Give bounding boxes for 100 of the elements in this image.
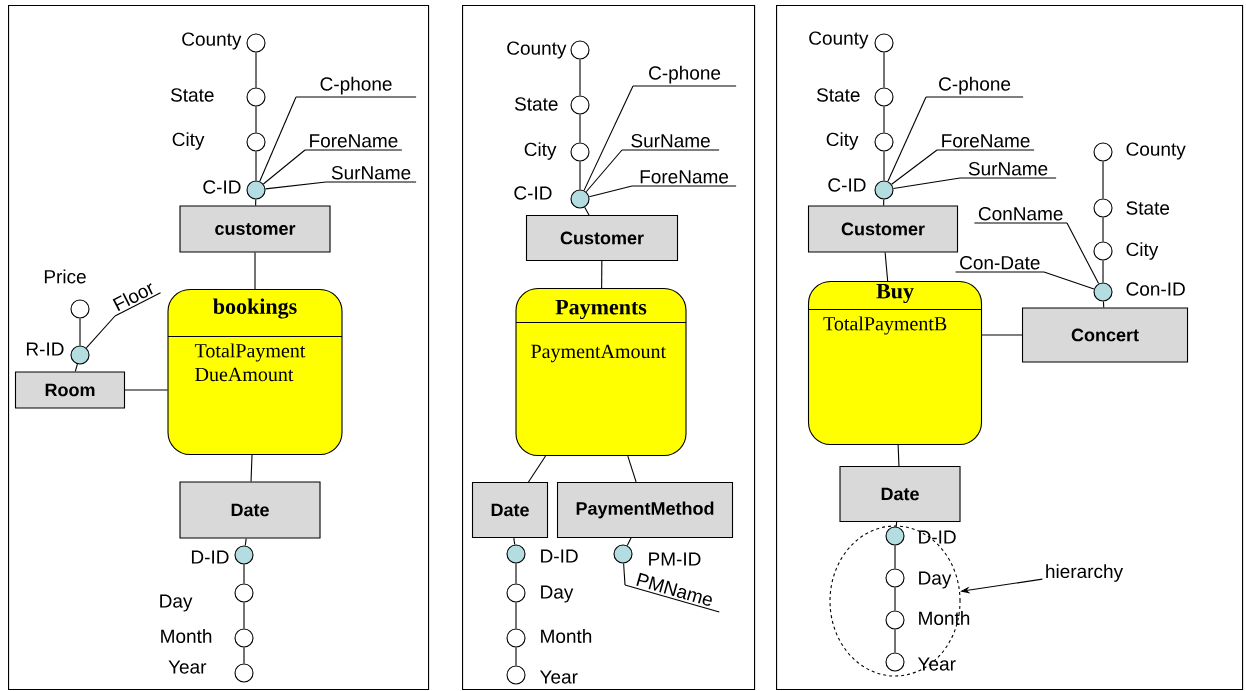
connector-line	[85, 315, 116, 349]
attribute-label: County	[182, 32, 242, 50]
dimension-box: PaymentMethod	[556, 481, 734, 539]
connector-line	[1066, 222, 1100, 285]
descriptive-attribute: ConName	[973, 207, 1068, 224]
connector-line	[515, 602, 517, 629]
attribute-label: D-ID	[541, 549, 578, 563]
connector-line	[1102, 260, 1104, 283]
connector-line	[585, 149, 623, 193]
connector-line	[264, 181, 327, 190]
attribute-label: Year	[918, 657, 956, 671]
fact-box: Buy TotalPaymentB	[807, 280, 983, 446]
attribute-label: D-ID	[191, 550, 229, 564]
descriptive-attribute: C-phone	[925, 76, 1024, 98]
attribute-label: State	[170, 88, 214, 102]
dimension-box: Customer	[525, 214, 679, 262]
connector-line	[262, 149, 306, 185]
connector-line	[623, 563, 626, 586]
connector-line	[254, 252, 256, 290]
connector-line	[527, 455, 547, 483]
connector-line	[243, 602, 245, 629]
connector-line	[255, 199, 257, 206]
attribute-label: Day	[541, 585, 574, 603]
connector-line	[897, 444, 900, 467]
connector-line	[515, 563, 517, 584]
connector-line	[627, 455, 637, 483]
connector-line	[255, 52, 257, 88]
attribute-label: Price	[44, 269, 86, 284]
attribute-label: City	[172, 132, 205, 150]
attribute-label: City	[524, 142, 557, 160]
attribute-label: County	[507, 41, 567, 59]
connector-line	[124, 389, 168, 391]
connector-line	[74, 363, 78, 372]
connector-line	[883, 106, 885, 133]
attribute-label: D-ID	[919, 530, 956, 544]
connector-line	[579, 114, 581, 143]
attribute-label: Day	[160, 594, 193, 612]
attribute-label: Month	[161, 629, 212, 643]
dimension-box: Room	[14, 371, 126, 409]
attribute-label: City	[1126, 242, 1159, 260]
attribute-label: State	[1126, 201, 1170, 215]
descriptive-attribute: SurName	[959, 162, 1057, 179]
connector-line	[883, 199, 885, 206]
connector-line	[883, 151, 885, 181]
descriptive-attribute: C-phone	[632, 65, 737, 87]
attribute-label: Year	[540, 670, 578, 684]
dimension-box: customer	[179, 205, 331, 253]
connector-line	[250, 454, 253, 482]
descriptive-attribute: C-phone	[295, 76, 417, 98]
connector-line	[243, 647, 245, 664]
descriptive-attribute: Con-Date	[955, 256, 1045, 273]
descriptive-attribute: Floor	[112, 283, 162, 317]
connector-line	[894, 587, 896, 611]
connector-line	[1102, 217, 1104, 242]
connector-line	[1102, 161, 1104, 199]
attribute-label: Month	[541, 629, 592, 643]
connector-line	[887, 96, 927, 182]
attribute-label: Con-ID	[1126, 282, 1185, 296]
connector-line	[579, 59, 581, 96]
attribute-label: R-ID	[26, 342, 64, 356]
dimension-box: Customer	[807, 205, 959, 253]
dimension-box: Date	[471, 481, 549, 539]
panel-frame	[776, 5, 1244, 691]
descriptive-attribute: SurName	[621, 134, 720, 151]
descriptive-attribute: ForeName	[304, 134, 403, 151]
dimension-box: Concert	[1021, 307, 1189, 363]
connector-line	[579, 161, 581, 190]
attribute-label: Month	[919, 611, 970, 625]
connector-line	[244, 538, 247, 547]
connector-line	[894, 545, 896, 569]
connector-line	[601, 260, 603, 289]
connector-line	[626, 537, 632, 546]
attribute-label: State	[816, 88, 860, 102]
connector-line	[1043, 271, 1095, 290]
connector-line	[891, 149, 938, 185]
connector-line	[243, 564, 245, 584]
panel-frame	[462, 5, 756, 691]
connector-line	[883, 52, 885, 88]
connector-line	[259, 96, 297, 182]
descriptive-attribute: ForeName	[631, 170, 737, 187]
connector-line	[884, 252, 889, 282]
attribute-label: Day	[919, 571, 952, 589]
annotation-text: hierarchy	[1046, 564, 1124, 582]
connector-line	[583, 85, 634, 191]
connector-line	[255, 151, 257, 181]
connector-line	[584, 206, 590, 216]
attribute-label: Year	[168, 660, 207, 674]
attribute-label: C-ID	[203, 180, 241, 194]
connector-line	[894, 629, 896, 653]
attribute-label: C-ID	[514, 186, 552, 200]
connector-line	[255, 106, 257, 133]
descriptive-attribute: SurName	[325, 166, 417, 183]
connector-line	[79, 318, 81, 346]
fact-box: bookings TotalPayment DueAmount	[167, 288, 343, 456]
connector-line	[515, 647, 517, 666]
dimension-box: Date	[839, 465, 961, 523]
connector-line	[895, 521, 898, 528]
attribute-label: C-ID	[828, 178, 866, 192]
attribute-label: PM-ID	[649, 552, 701, 566]
attribute-label: County	[1126, 142, 1186, 160]
